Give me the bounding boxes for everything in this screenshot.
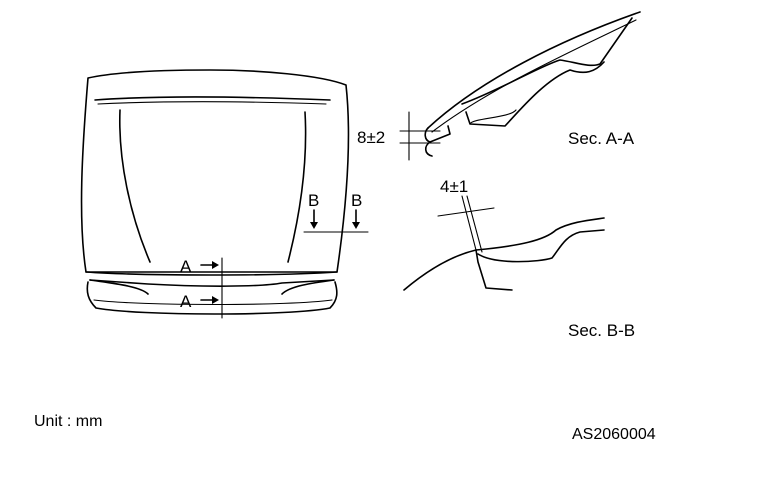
unit-note: Unit : mm xyxy=(34,413,102,430)
section-a-hood-skin-inner xyxy=(431,19,637,133)
figure-code: AS2060004 xyxy=(572,426,656,443)
section-a-detail: 8±2 Sec. A-A xyxy=(357,11,641,161)
bumper-line xyxy=(93,299,333,306)
section-b-dim-line-right xyxy=(466,195,483,253)
cowl-line xyxy=(94,96,331,101)
section-b-label-right: B xyxy=(351,191,362,210)
section-b-dim-arrow xyxy=(437,207,495,217)
right-headlamp xyxy=(281,279,335,295)
section-b-arrow-right-head xyxy=(352,222,360,229)
section-b-hood-edge xyxy=(475,217,605,251)
section-a-hood-skin xyxy=(427,11,641,129)
section-a-arrow-lower-head xyxy=(212,296,219,304)
hood-left-crease xyxy=(118,109,151,263)
section-b-fender-curve xyxy=(403,249,477,291)
section-b-dim-line-left xyxy=(461,195,477,251)
cowl-inner-line xyxy=(97,101,327,105)
section-a-inner-panel xyxy=(461,17,633,105)
section-a-lower-edge xyxy=(424,141,433,157)
grille-top xyxy=(85,271,338,276)
section-a-inner-panel-lower xyxy=(465,61,605,127)
section-a-label-upper: A xyxy=(180,257,192,276)
section-a-title: Sec. A-A xyxy=(568,129,635,148)
dimension-b-label: 4±1 xyxy=(440,177,468,196)
bumper-outline xyxy=(86,281,338,315)
hood-front-view: A A B B xyxy=(80,69,369,319)
section-b-title: Sec. B-B xyxy=(568,321,635,340)
grille-upper-band xyxy=(89,279,335,287)
left-headlamp xyxy=(89,279,149,295)
section-a-arrow-upper-head xyxy=(212,261,219,269)
section-b-arrow-left-head xyxy=(310,222,318,229)
hood-outline xyxy=(80,69,350,273)
section-a-reinforcement xyxy=(469,109,517,125)
dimension-a-label: 8±2 xyxy=(357,128,385,147)
hood-right-crease xyxy=(287,111,307,263)
section-b-hood-lower xyxy=(477,229,605,263)
section-a-label-lower: A xyxy=(180,292,192,311)
section-b-flange xyxy=(475,249,513,291)
section-b-label-left: B xyxy=(308,191,319,210)
section-b-detail: 4±1 Sec. B-B xyxy=(403,177,635,340)
